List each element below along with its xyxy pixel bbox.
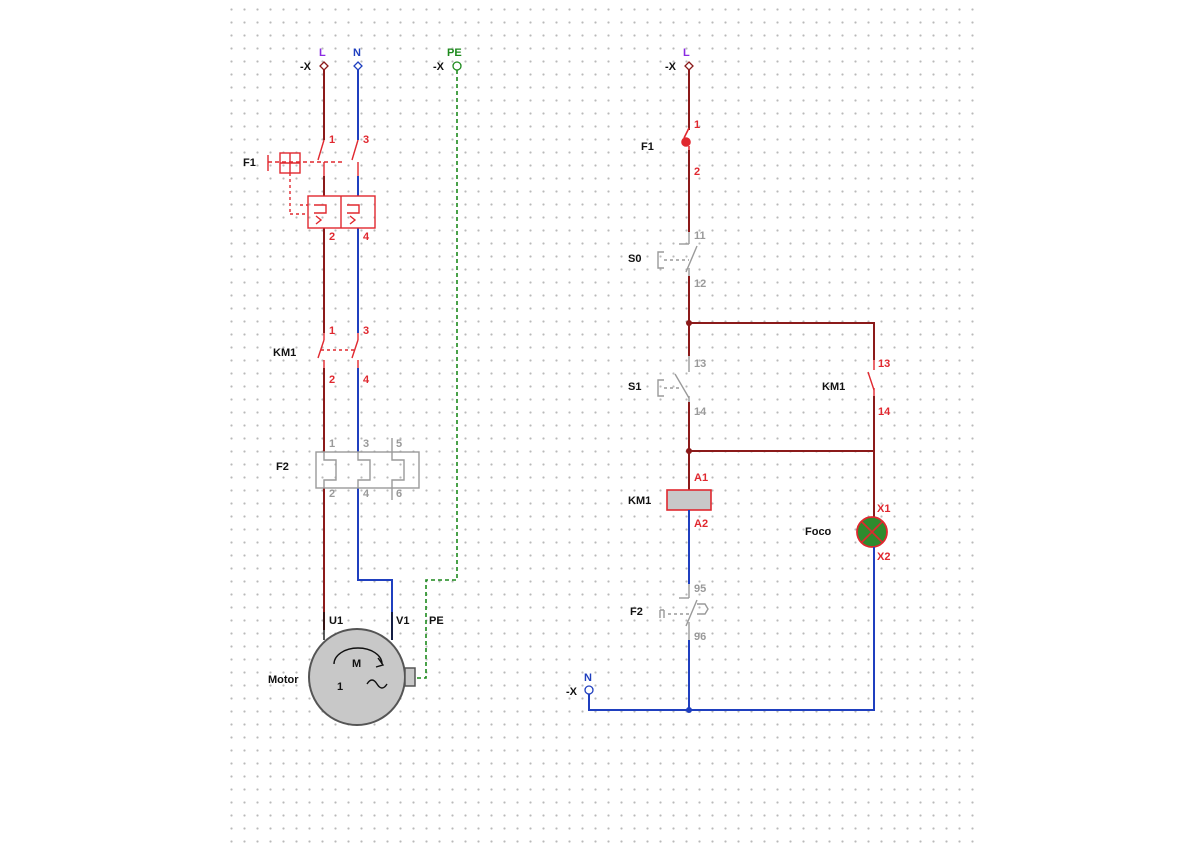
terminal-label-l: L xyxy=(319,47,326,59)
control-terminal-l-symbol xyxy=(684,61,694,71)
control-fuse-f1-pin-1: 1 xyxy=(694,119,700,131)
control-circuit: L -X F1 1 2 xyxy=(566,47,891,713)
terminal-prefix-l: -X xyxy=(300,61,312,73)
lamp-foco-pin-x2: X2 xyxy=(877,551,890,563)
overload-f2-pin-5: 5 xyxy=(396,438,402,450)
coil-km1-pin-a1: A1 xyxy=(694,472,708,484)
stop-button-s0-pin-12: 12 xyxy=(694,278,706,290)
neutral-wire-n xyxy=(357,70,393,640)
overload-f2-pin-1: 1 xyxy=(329,438,335,450)
start-button-s1-pin-13: 13 xyxy=(694,358,706,370)
motor-terminal-pe: PE xyxy=(429,615,444,627)
contactor-km1-pin-2: 2 xyxy=(329,374,335,386)
overload-contact-f2-tag: F2 xyxy=(630,606,643,618)
breaker-f1-pin-2: 2 xyxy=(329,231,335,243)
control-fuse-f1-pin-2: 2 xyxy=(694,166,700,178)
motor-symbol xyxy=(308,612,416,726)
breaker-f1-tag: F1 xyxy=(243,157,256,169)
holding-contact-km1-tag: KM1 xyxy=(822,381,845,393)
holding-contact-km1-pin-14: 14 xyxy=(878,406,891,418)
control-terminal-prefix-l: -X xyxy=(665,61,677,73)
holding-contact-km1-pin-13: 13 xyxy=(878,358,890,370)
earth-wire-pe xyxy=(416,70,458,679)
overload-contact-f2 xyxy=(659,584,709,640)
contactor-km1-pin-1: 1 xyxy=(329,325,335,337)
start-button-s1-pin-14: 14 xyxy=(694,406,707,418)
start-button-s1-tag: S1 xyxy=(628,381,641,393)
terminal-prefix-pe: -X xyxy=(433,61,445,73)
start-button-s1 xyxy=(657,356,690,402)
holding-contact-km1 xyxy=(867,360,875,396)
junction-dot-1 xyxy=(686,320,692,326)
motor-symbol-letter: M xyxy=(352,658,361,670)
overload-f2 xyxy=(315,438,420,500)
lamp-foco-pin-x1: X1 xyxy=(877,503,890,515)
junction-dot-3 xyxy=(686,707,692,713)
overload-contact-f2-pin-95: 95 xyxy=(694,583,706,595)
lamp-foco-tag: Foco xyxy=(805,526,832,538)
control-fuse-f1 xyxy=(681,127,691,150)
terminal-n-symbol xyxy=(353,61,363,71)
motor-terminal-u1: U1 xyxy=(329,615,343,627)
coil-km1 xyxy=(666,489,712,511)
motor-phase-count: 1 xyxy=(337,681,343,693)
control-phase-wire xyxy=(688,70,875,518)
terminal-pe-symbol xyxy=(452,61,462,71)
breaker-f1 xyxy=(267,139,376,229)
motor-tag: Motor xyxy=(268,674,299,686)
overload-f2-pin-6: 6 xyxy=(396,488,402,500)
control-terminal-n-symbol xyxy=(584,685,594,695)
control-neutral-wire xyxy=(588,510,875,711)
lamp-foco xyxy=(856,516,888,548)
motor-terminal-v1: V1 xyxy=(396,615,409,627)
overload-contact-f2-pin-96: 96 xyxy=(694,631,706,643)
overload-f2-tag: F2 xyxy=(276,461,289,473)
power-circuit: L N PE -X -X xyxy=(243,47,462,726)
terminal-label-pe: PE xyxy=(447,47,462,59)
contactor-km1-tag: KM1 xyxy=(273,347,296,359)
contactor-km1-pin-3: 3 xyxy=(363,325,369,337)
overload-f2-pin-3: 3 xyxy=(363,438,369,450)
overload-f2-pin-2: 2 xyxy=(329,488,335,500)
breaker-f1-pin-3: 3 xyxy=(363,134,369,146)
junction-dot-2 xyxy=(686,448,692,454)
stop-button-s0-pin-11: 11 xyxy=(694,230,706,242)
overload-f2-pin-4: 4 xyxy=(363,488,370,500)
control-terminal-label-l: L xyxy=(683,47,690,59)
breaker-f1-pin-1: 1 xyxy=(329,134,335,146)
contactor-km1-power xyxy=(317,333,359,368)
coil-km1-pin-a2: A2 xyxy=(694,518,708,530)
breaker-f1-pin-4: 4 xyxy=(363,231,370,243)
terminal-label-n: N xyxy=(353,47,361,59)
terminal-l-symbol xyxy=(319,61,329,71)
stop-button-s0-tag: S0 xyxy=(628,253,641,265)
control-fuse-f1-tag: F1 xyxy=(641,141,654,153)
coil-km1-tag: KM1 xyxy=(628,495,651,507)
control-terminal-prefix-n: -X xyxy=(566,686,578,698)
contactor-km1-pin-4: 4 xyxy=(363,374,370,386)
control-terminal-label-n: N xyxy=(584,672,592,684)
stop-button-s0 xyxy=(657,232,698,276)
